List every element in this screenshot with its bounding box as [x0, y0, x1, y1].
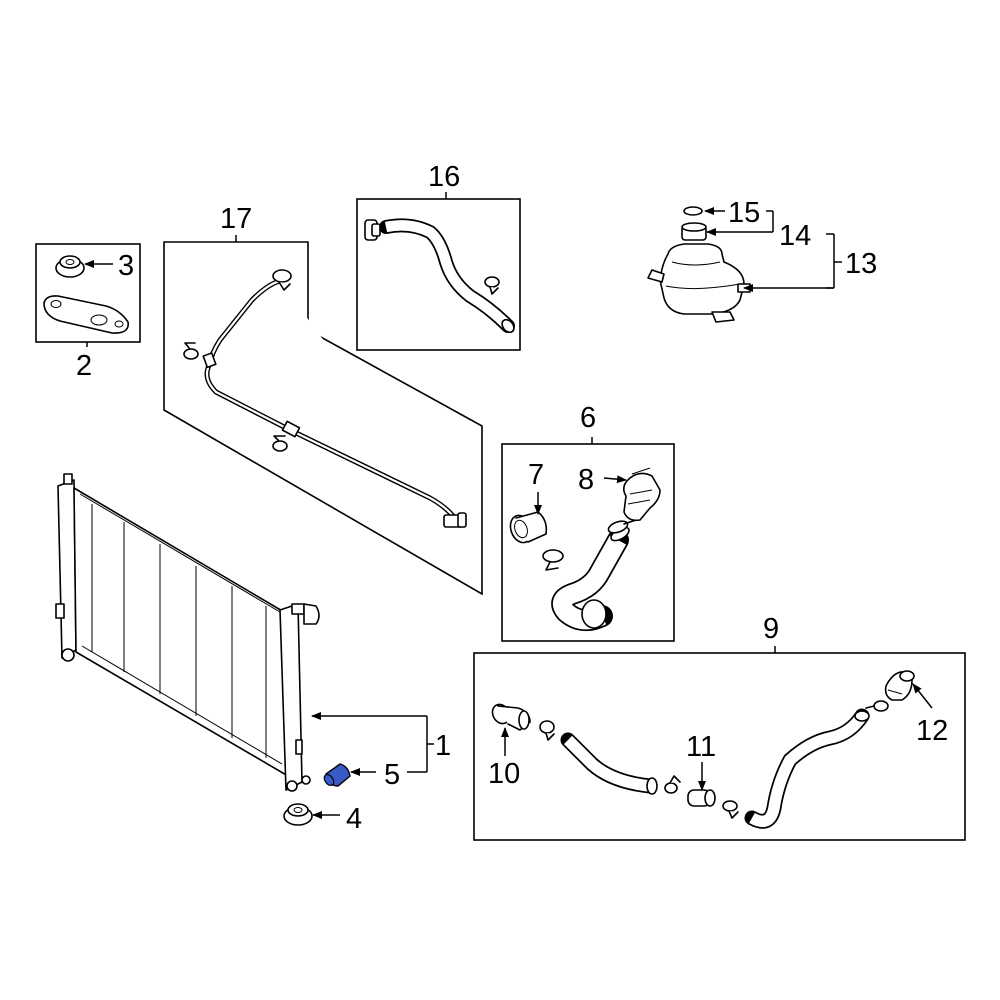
callout-3: 3 [118, 250, 134, 282]
drain-plug-part-5[interactable] [322, 763, 351, 787]
callout-16: 16 [428, 161, 460, 193]
hose-clamp-17a[interactable] [272, 269, 292, 291]
callout-15: 15 [728, 197, 760, 229]
hose-clamp-9c[interactable] [722, 800, 739, 819]
hose-clamp-9d[interactable] [865, 700, 889, 712]
callout-1: 1 [435, 730, 451, 762]
group-9-box [473, 646, 966, 841]
callout-14: 14 [779, 220, 811, 252]
bracket-14-13 [826, 233, 842, 289]
hose-part-6[interactable] [551, 525, 631, 632]
callout-8: 8 [578, 464, 594, 496]
mount-bracket-part-2[interactable] [43, 295, 129, 334]
callout-7: 7 [528, 459, 544, 491]
callout-5: 5 [384, 759, 400, 791]
group-6-box [501, 437, 675, 642]
hose-clamp-6a[interactable] [607, 519, 637, 535]
hose-clamp-9a[interactable] [539, 720, 555, 741]
radiator-part-1[interactable] [55, 473, 320, 792]
hose-clamp-9b[interactable] [664, 775, 681, 794]
callout-10: 10 [488, 758, 520, 790]
elbow-connector-part-10[interactable] [489, 701, 531, 731]
elbow-connector-part-12[interactable] [884, 670, 915, 701]
hose-clamp-16b[interactable] [484, 276, 500, 295]
callout-11: 11 [686, 731, 716, 763]
o-ring-part-15[interactable] [683, 206, 703, 216]
radiator-fin-pattern [91, 504, 267, 758]
leader-1 [311, 712, 434, 773]
callout-13: 13 [845, 248, 877, 280]
hose-clamp-17b[interactable] [183, 342, 199, 360]
connector-part-7[interactable] [507, 511, 548, 546]
hose-part-9b[interactable] [744, 708, 870, 829]
connector-part-11[interactable] [687, 789, 716, 807]
callout-17: 17 [220, 203, 252, 235]
overflow-hose-part-17[interactable] [202, 278, 459, 523]
callout-12: 12 [916, 715, 948, 747]
group-16-box [356, 192, 521, 351]
hose-clamp-16a[interactable] [364, 219, 381, 241]
group-17-box [163, 235, 483, 596]
bracket-15-14 [766, 210, 774, 233]
hose-part-9a[interactable] [560, 732, 658, 795]
callout-9: 9 [763, 613, 779, 645]
hose-clamp-6b[interactable] [542, 549, 564, 571]
callout-4: 4 [346, 803, 362, 835]
callout-2: 2 [76, 350, 92, 382]
hose-part-8[interactable] [622, 467, 661, 522]
upper-bushing-part-3[interactable] [55, 255, 85, 278]
hose-clamp-17c[interactable] [272, 435, 288, 452]
lower-bushing-part-4[interactable] [283, 803, 313, 826]
callout-6: 6 [580, 402, 596, 434]
upper-hose-part-16[interactable] [379, 218, 516, 334]
cap-part-14[interactable] [681, 222, 707, 241]
hose-clamp-17d[interactable] [443, 512, 467, 528]
group-2-box [35, 243, 141, 347]
reservoir-tank-part-13[interactable] [647, 243, 751, 323]
